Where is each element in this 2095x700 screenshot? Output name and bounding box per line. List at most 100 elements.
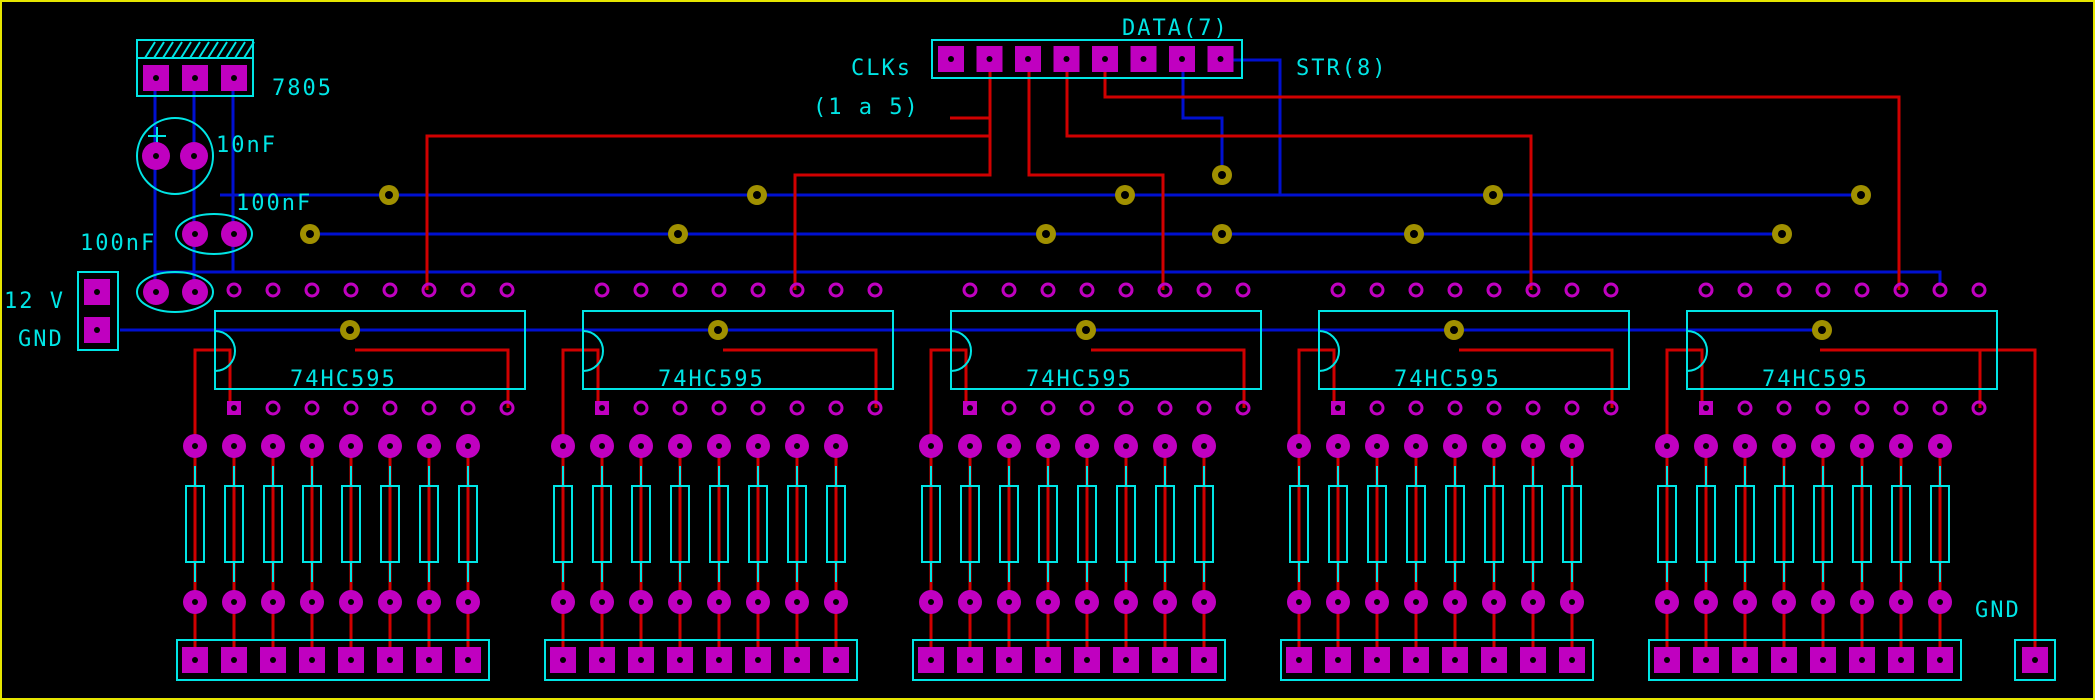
regulator-hatch <box>153 41 165 59</box>
cap-10nf-outline <box>136 117 214 195</box>
ic-label-3: 74HC595 <box>1026 367 1133 392</box>
module-5-top-pin-2 <box>1737 282 1753 298</box>
module-3-r1-pad-b-hole <box>928 599 934 605</box>
module-1-bottom-pin-6 <box>421 400 437 416</box>
module-4-r7-pad-b-hole <box>1530 599 1536 605</box>
regulator-hatch <box>162 41 174 59</box>
module-1-top-pin-4 <box>343 282 359 298</box>
module-5-top-pin-6 <box>1893 282 1909 298</box>
module-2-out-header <box>544 639 858 681</box>
module-2-r4-pad-b-hole <box>677 599 683 605</box>
module-5-out-pin-7-hole <box>1898 657 1904 663</box>
module-1-bottom-pin-5 <box>382 400 398 416</box>
module-3-top-pin-5 <box>1118 282 1134 298</box>
module-5-out-header <box>1648 639 1962 681</box>
module-4-pin-1-hole <box>1335 405 1341 411</box>
module-4-r6-pad-b-hole <box>1491 599 1497 605</box>
module-1-bottom-pin-3 <box>304 400 320 416</box>
clk4-trace <box>1065 60 1533 290</box>
module-4-qh-trace <box>1297 348 1336 446</box>
module-5-r5-pad-b-hole <box>1820 599 1826 605</box>
ic-label-4: 74HC595 <box>1394 367 1501 392</box>
module-2-out-pin-3-hole <box>638 657 644 663</box>
module-2-qh-trace <box>561 348 600 446</box>
module-4-bottom-pin-6 <box>1525 400 1541 416</box>
module-2-r7-pad-a-hole <box>794 443 800 449</box>
module-3-top-pin-6 <box>1157 282 1173 298</box>
data-via-3-hole <box>1121 191 1129 199</box>
module-1-r2-pad-b-hole <box>231 599 237 605</box>
module-1-out-pin-7-hole <box>426 657 432 663</box>
clock-via-5-hole <box>1778 230 1786 238</box>
main-header-pin-7-hole <box>1179 56 1185 62</box>
module-4-out-pin-5-hole <box>1452 657 1458 663</box>
gnd-right-label: GND <box>1975 598 2021 623</box>
regulator-hatch <box>144 41 156 59</box>
module-5-bottom-pin-3 <box>1776 400 1792 416</box>
data-label: DATA(7) <box>1122 16 1229 41</box>
module-3-bottom-pin-3 <box>1040 400 1056 416</box>
module-4-r5-pad-b-hole <box>1452 599 1458 605</box>
power-pin-12v-hole <box>94 289 100 295</box>
module-1-top-pin-6 <box>421 282 437 298</box>
module-4-r2-pad-a-hole <box>1335 443 1341 449</box>
module-3-bottom-pin-8 <box>1235 400 1251 416</box>
clock-via-3-hole <box>1042 230 1050 238</box>
module-2-top-pin-5 <box>750 282 766 298</box>
module-3-top-pin-3 <box>1040 282 1056 298</box>
module-1-r1-pad-b-hole <box>192 599 198 605</box>
module-1-out-pin-8-hole <box>465 657 471 663</box>
main-header-outline <box>931 39 1243 79</box>
module-5-r5-pad-a-hole <box>1820 443 1826 449</box>
module-4-r3-pad-a-hole <box>1374 443 1380 449</box>
cap-100nf-label-a: 100nF <box>236 191 312 216</box>
module-2-r4-pad-a-hole <box>677 443 683 449</box>
module-3-bottom-pin-2 <box>1001 400 1017 416</box>
module-1-r3-pad-a-hole <box>270 443 276 449</box>
module-2-r8-pad-a-hole <box>833 443 839 449</box>
module-5-out-pin-2-hole <box>1703 657 1709 663</box>
module-5-r6-pad-b-hole <box>1859 599 1865 605</box>
module-1-pin-1-hole <box>231 405 237 411</box>
module-2-top-pin-4 <box>711 282 727 298</box>
module-3-out-header <box>912 639 1226 681</box>
regulator-hatch <box>180 41 192 59</box>
module-5-out-pin-6-hole <box>1859 657 1865 663</box>
module-4-out-pin-4-hole <box>1413 657 1419 663</box>
regulator-hatch <box>189 41 201 59</box>
module-2-r1-pad-a-hole <box>560 443 566 449</box>
main-header-pin-1-hole <box>948 56 954 62</box>
ic-labels: 74HC595 74HC595 74HC595 74HC595 74HC595 <box>290 367 1867 392</box>
module-4-r4-pad-a-hole <box>1413 443 1419 449</box>
module-2-gnd-via-hole <box>714 326 722 334</box>
module-2-top-pin-3 <box>672 282 688 298</box>
module-1-r5-pad-b-hole <box>348 599 354 605</box>
module-5-r1-pad-b-hole <box>1664 599 1670 605</box>
module-5-r3-pad-b-hole <box>1742 599 1748 605</box>
module-3-gnd-via-hole <box>1082 326 1090 334</box>
str-label: STR(8) <box>1296 56 1387 81</box>
module-3-r4-pad-b-hole <box>1045 599 1051 605</box>
module-5-r7-pad-a-hole <box>1898 443 1904 449</box>
regulator-pin-1-hole <box>153 75 159 81</box>
module-3-bottom-pin-7 <box>1196 400 1212 416</box>
data-via-1-hole <box>385 191 393 199</box>
module-1-bottom-pin-8 <box>499 400 515 416</box>
module-4-bottom-pin-2 <box>1369 400 1385 416</box>
module-4-out-pin-1-hole <box>1296 657 1302 663</box>
module-3-r4-pad-a-hole <box>1045 443 1051 449</box>
module-1-r1-pad-a-hole <box>192 443 198 449</box>
module-4-gnd-via-hole <box>1450 326 1458 334</box>
module-2-out-pin-7-hole <box>794 657 800 663</box>
module-5-out-pin-4-hole <box>1781 657 1787 663</box>
ic-label-2: 74HC595 <box>658 367 765 392</box>
module-4-top-pin-6 <box>1525 282 1541 298</box>
module-4-top-pin-7 <box>1564 282 1580 298</box>
cap-100nf-b-outline <box>136 271 214 313</box>
module-5-top-pin-1 <box>1698 282 1714 298</box>
module-1-r8-pad-b-hole <box>465 599 471 605</box>
module-5-bottom-pin-5 <box>1854 400 1870 416</box>
clk2-trace <box>793 60 992 290</box>
module-5-out-pin-1-hole <box>1664 657 1670 663</box>
module-5-r4-pad-b-hole <box>1781 599 1787 605</box>
